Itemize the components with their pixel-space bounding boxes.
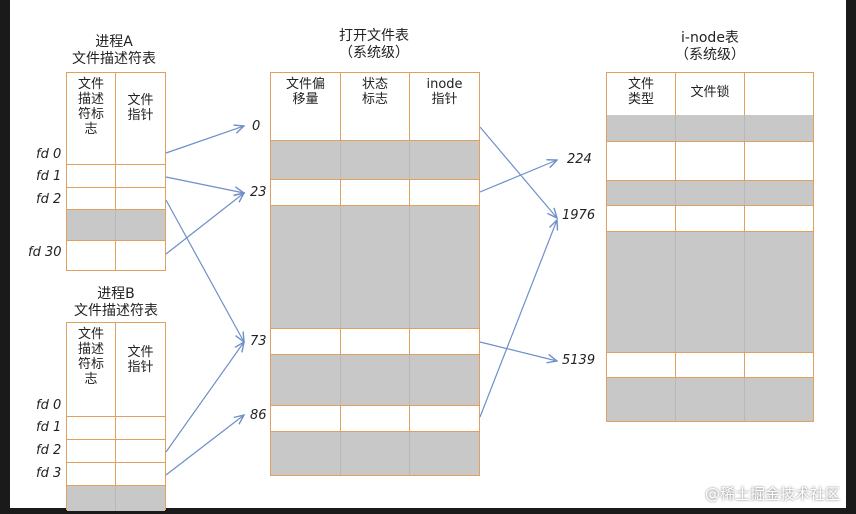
arrow-a-fd0-to-0 [165, 126, 244, 154]
open-file-index-73: 73 [250, 334, 267, 349]
process-a-fd0-label: fd 0 [36, 147, 62, 162]
process-b-fd3-label: fd 3 [36, 466, 62, 481]
process-a-row-fd1 [67, 165, 165, 188]
open-file-table-title-line1: 打开文件表 [339, 28, 409, 44]
process-b-fd2-label: fd 2 [36, 443, 62, 458]
arrow-open0-to-1976 [479, 126, 557, 218]
inode-row-224 [607, 141, 813, 181]
open-file-table-header: 文件偏 移量 状态 标志 inode 指针 [271, 73, 479, 116]
process-b-title: 进程B 文件描述符表 [60, 286, 172, 320]
open-file-row-73 [271, 328, 479, 355]
open-file-row-0 [271, 115, 479, 141]
open-file-table-title-line2: （系统级） [339, 45, 409, 61]
arrow-a-fd1-to-23 [165, 176, 244, 193]
process-b-row-fd0 [67, 394, 165, 417]
inode-row-gap-3 [607, 232, 813, 352]
inode-index-224: 224 [567, 152, 592, 167]
arrow-b-fd3-to-86 [165, 415, 244, 476]
left-frame-bar [0, 0, 10, 514]
open-file-row-gap-1 [271, 141, 479, 179]
process-a-fd1-label: fd 1 [36, 169, 62, 184]
watermark: @稀土掘金技术社区 [704, 485, 840, 503]
inode-index-1976: 1976 [562, 208, 596, 223]
open-file-table-title: 打开文件表 （系统级） [318, 28, 430, 62]
process-a-row-fd30 [67, 240, 165, 270]
process-b-row-gap [67, 486, 165, 511]
open-file-index-86: 86 [250, 408, 267, 423]
inode-col-lock: 文件锁 [676, 73, 745, 115]
arrow-a-fd30-to-23 [165, 193, 244, 255]
arrow-open73-to-5139 [479, 341, 557, 361]
inode-row-gap-2 [607, 181, 813, 205]
bottom-frame-bar [0, 508, 856, 514]
arrow-b-fd2-to-73 [165, 342, 244, 453]
process-a-col-ptr: 文件 指针 [127, 93, 154, 123]
process-b-col-ptr: 文件 指针 [127, 345, 154, 375]
process-a-row-fd2 [67, 188, 165, 210]
open-file-col-offset: 文件偏 移量 [271, 73, 341, 115]
process-b-title-line2: 文件描述符表 [74, 303, 158, 319]
open-file-row-23 [271, 179, 479, 206]
inode-index-5139: 5139 [562, 353, 596, 368]
inode-row-gap-1 [607, 115, 813, 141]
process-b-title-line1: 进程B [97, 286, 135, 302]
process-a-fd-table: 文件 描述 符标 志 文件 指针 [66, 72, 166, 271]
inode-col-type: 文件 类型 [607, 73, 676, 115]
open-file-row-gap-4 [271, 432, 479, 475]
open-file-table: 文件偏 移量 状态 标志 inode 指针 [270, 72, 480, 476]
process-b-row-fd1 [67, 417, 165, 440]
process-a-fd2-label: fd 2 [36, 192, 62, 207]
open-file-row-gap-2 [271, 206, 479, 328]
process-a-row-fd0 [67, 142, 165, 165]
inode-table-title-line2: （系统级） [675, 47, 745, 63]
arrow-open86-to-1976 [479, 220, 557, 418]
process-b-fd-table: 文件 描述 符标 志 文件 指针 [66, 322, 166, 511]
process-b-col-flag: 文件 描述 符标 志 [67, 323, 116, 394]
process-a-header: 文件 描述 符标 志 文件 指针 [67, 73, 165, 143]
process-b-row-fd2 [67, 440, 165, 463]
process-a-row-gap [67, 210, 165, 240]
inode-table-title: i-node表 （系统级） [654, 30, 766, 64]
arrow-a-fd2-to-73 [165, 199, 244, 342]
process-b-row-fd3 [67, 463, 165, 486]
open-file-row-86 [271, 405, 479, 432]
process-a-title-line1: 进程A [95, 34, 133, 50]
inode-row-5139 [607, 352, 813, 378]
inode-table-title-line1: i-node表 [681, 30, 739, 46]
process-a-fd30-label: fd 30 [28, 245, 62, 260]
process-a-col-flag: 文件 描述 符标 志 [67, 73, 116, 142]
open-file-col-status: 状态 标志 [341, 73, 410, 115]
process-a-title-line2: 文件描述符表 [72, 51, 156, 67]
right-frame-bar [846, 0, 856, 514]
open-file-index-0: 0 [252, 119, 261, 134]
open-file-col-inode-ptr: inode 指针 [426, 77, 463, 107]
process-b-fd0-label: fd 0 [36, 398, 62, 413]
open-file-index-23: 23 [250, 185, 267, 200]
inode-row-gap-4 [607, 378, 813, 421]
process-b-header: 文件 描述 符标 志 文件 指针 [67, 323, 165, 395]
process-a-title: 进程A 文件描述符表 [58, 34, 170, 68]
inode-row-1976 [607, 205, 813, 232]
inode-table-header: 文件 类型 文件锁 [607, 73, 813, 116]
open-file-row-gap-3 [271, 355, 479, 405]
arrow-open23-to-224 [479, 160, 557, 193]
inode-table: 文件 类型 文件锁 [606, 72, 814, 422]
process-b-fd1-label: fd 1 [36, 420, 62, 435]
